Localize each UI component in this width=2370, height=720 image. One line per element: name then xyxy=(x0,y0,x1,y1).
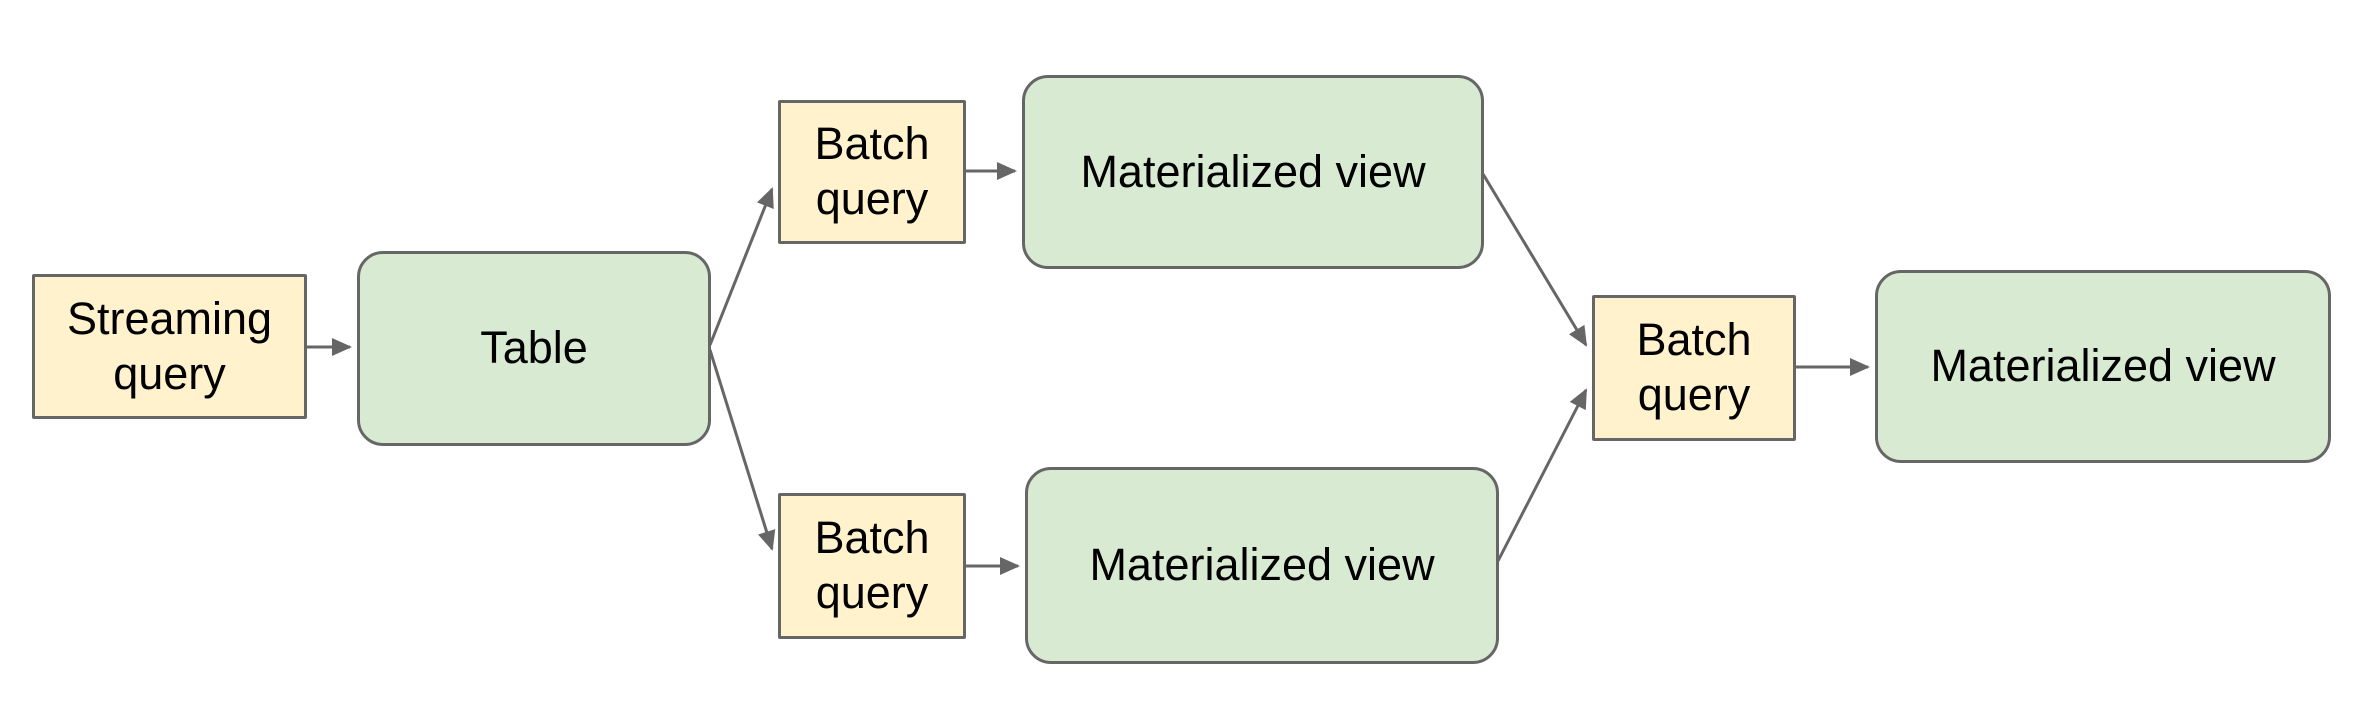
node-materialized-view-bottom-label: Materialized view xyxy=(1089,539,1435,591)
node-materialized-view-top-label: Materialized view xyxy=(1080,145,1426,197)
node-table: Table xyxy=(357,251,711,446)
edge-table-to-batch-query-top xyxy=(708,187,774,346)
node-batch-query-top-label: Batch query xyxy=(814,118,930,224)
node-streaming-query-label: Streaming query xyxy=(66,292,273,399)
edge-materialized-view-top-to-batch-query-merge xyxy=(1481,173,1588,347)
node-batch-query-bottom: Batch query xyxy=(778,493,966,639)
node-table-label: Table xyxy=(480,322,588,374)
node-batch-query-bottom-label: Batch query xyxy=(814,512,930,618)
node-streaming-query: Streaming query xyxy=(32,274,307,419)
edge-materialized-view-bottom-to-batch-query-merge xyxy=(1496,388,1588,562)
node-batch-query-merge: Batch query xyxy=(1592,295,1796,441)
node-materialized-view-top: Materialized view xyxy=(1022,75,1484,269)
node-batch-query-top: Batch query xyxy=(778,100,966,244)
edge-table-to-batch-query-bottom xyxy=(708,349,776,551)
node-materialized-view-final: Materialized view xyxy=(1875,270,2331,463)
node-materialized-view-bottom: Materialized view xyxy=(1025,467,1499,664)
node-batch-query-merge-label: Batch query xyxy=(1636,314,1752,420)
node-materialized-view-final-label: Materialized view xyxy=(1930,340,2276,392)
